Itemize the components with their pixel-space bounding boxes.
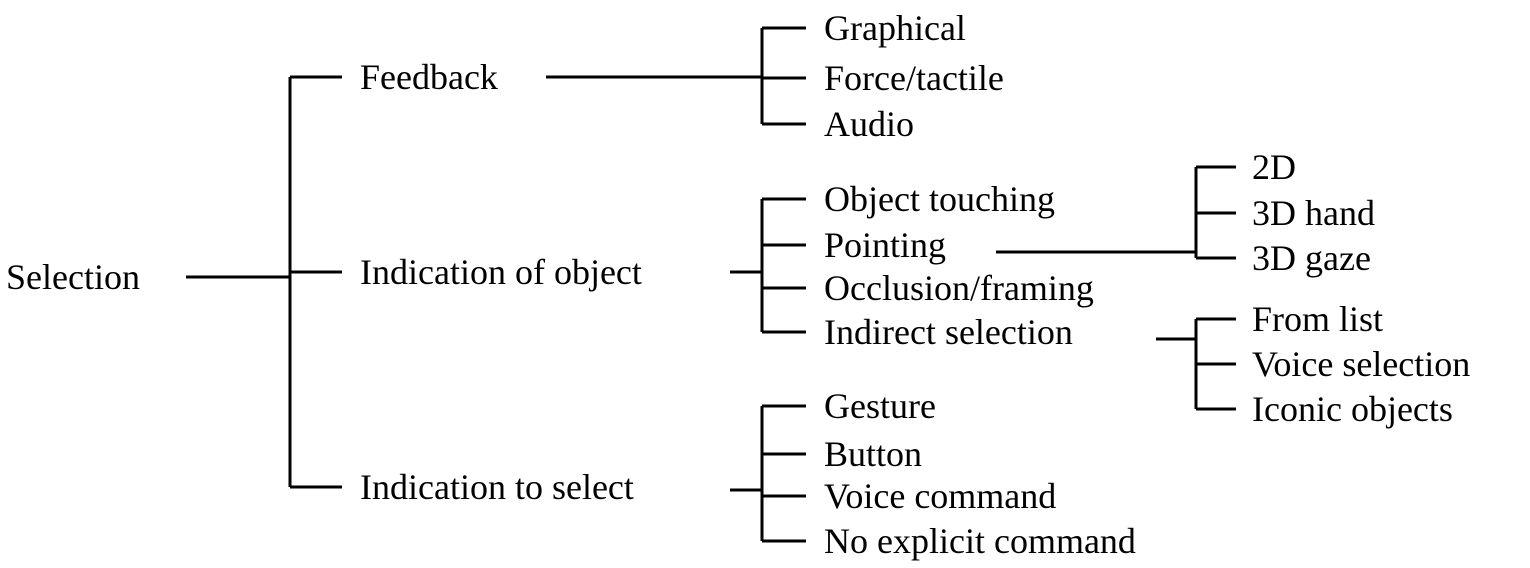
node-no-explicit-command: No explicit command bbox=[824, 521, 1136, 561]
node-audio: Audio bbox=[824, 104, 914, 144]
node-occlusion-framing: Occlusion/framing bbox=[824, 268, 1094, 308]
node-3d-hand: 3D hand bbox=[1252, 193, 1375, 233]
node-gesture: Gesture bbox=[824, 386, 936, 426]
node-indication-to-select: Indication to select bbox=[360, 467, 634, 507]
node-graphical: Graphical bbox=[824, 8, 966, 48]
node-pointing: Pointing bbox=[824, 225, 946, 265]
node-selection: Selection bbox=[6, 257, 140, 297]
node-from-list: From list bbox=[1252, 299, 1383, 339]
node-voice-command: Voice command bbox=[824, 476, 1056, 516]
node-voice-selection: Voice selection bbox=[1252, 344, 1470, 384]
node-3d-gaze: 3D gaze bbox=[1252, 238, 1371, 278]
node-iconic-objects: Iconic objects bbox=[1252, 389, 1453, 429]
node-force-tactile: Force/tactile bbox=[824, 58, 1004, 98]
node-feedback: Feedback bbox=[360, 57, 498, 97]
node-indirect-selection: Indirect selection bbox=[824, 312, 1073, 352]
node-button: Button bbox=[824, 434, 922, 474]
tree-connectors bbox=[186, 26, 1236, 543]
node-object-touching: Object touching bbox=[824, 179, 1055, 219]
node-indication-of-object: Indication of object bbox=[360, 252, 642, 292]
node-2d: 2D bbox=[1252, 147, 1296, 187]
